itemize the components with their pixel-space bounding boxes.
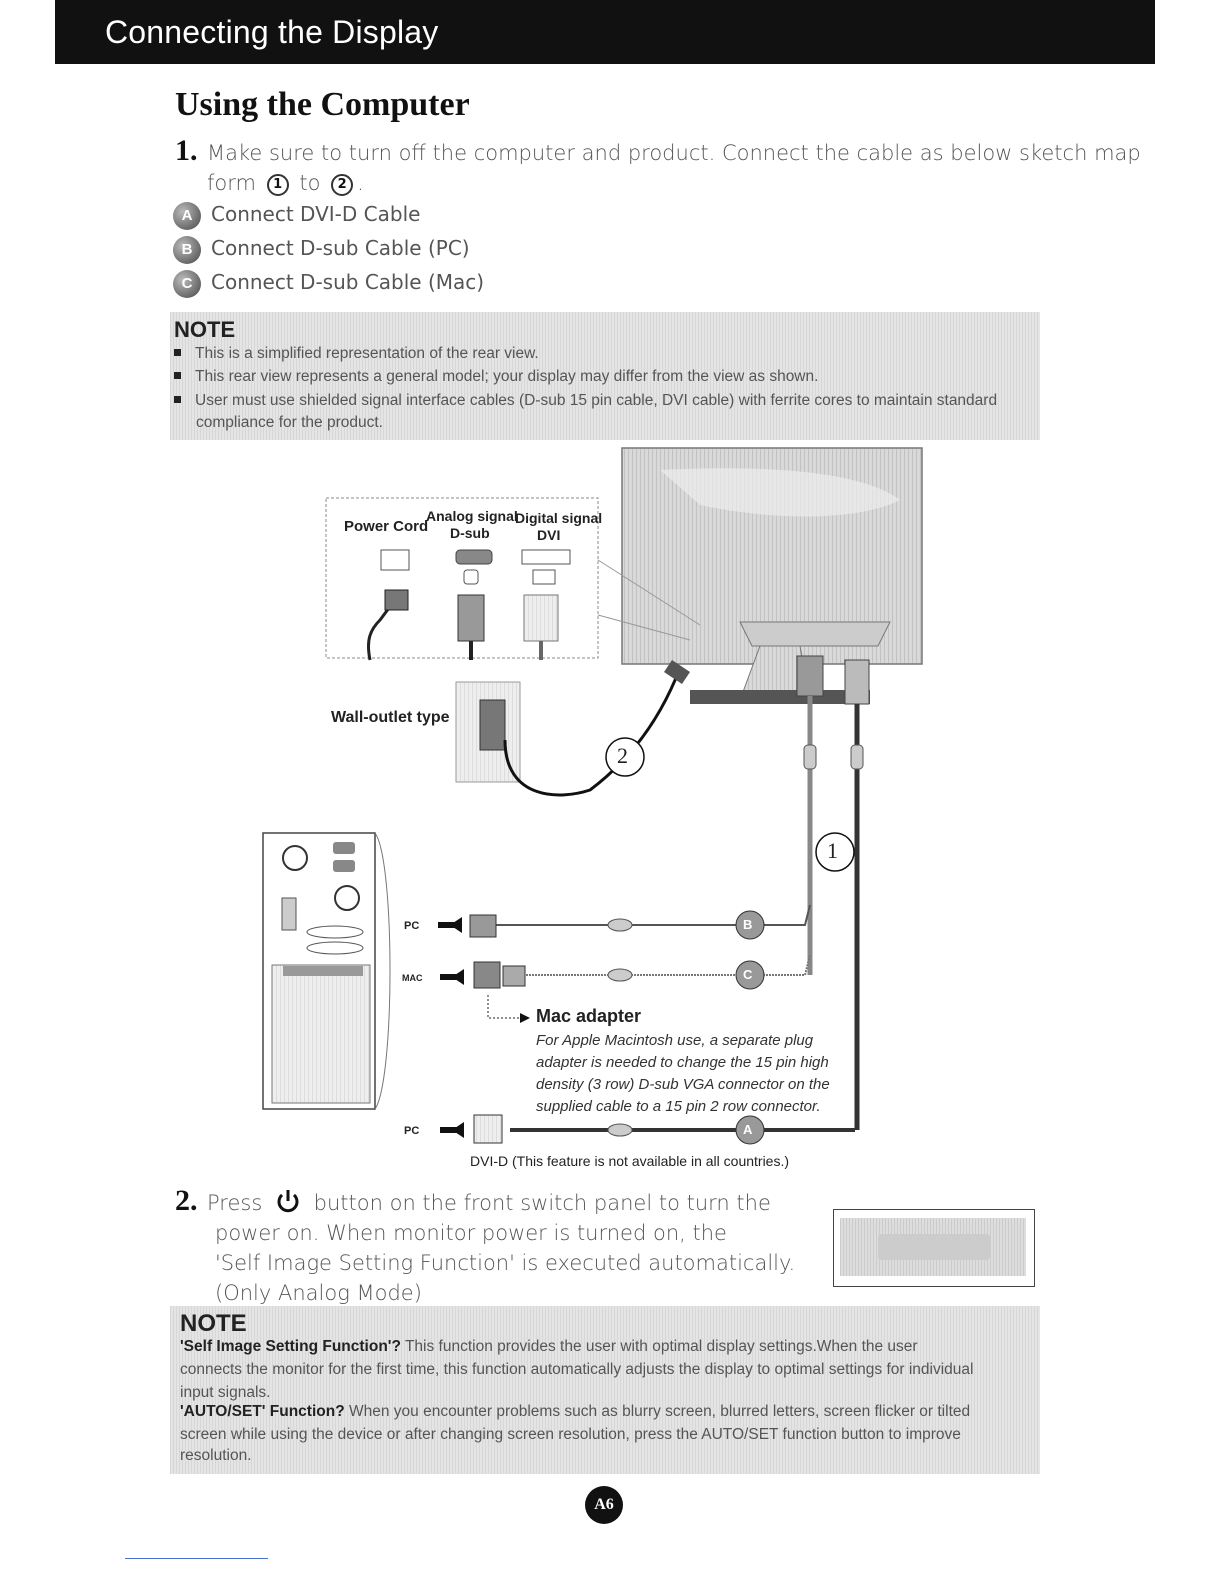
note-box-rear-view xyxy=(170,312,1040,440)
mac-adapter-text: For Apple Macintosh use, a separate plug… xyxy=(536,1030,830,1118)
step-1-text: Make sure to turn off the computer and p… xyxy=(207,138,1141,198)
bullet-square-icon xyxy=(174,349,181,356)
step-2-line-4: (Only Analog Mode) xyxy=(215,1281,422,1305)
step-2-line-2: power on. When monitor power is turned o… xyxy=(215,1221,727,1245)
note-line: 'Self Image Setting Function'? This func… xyxy=(180,1338,918,1356)
computer-tower-illustration xyxy=(262,832,391,1110)
step-1-form-text: form xyxy=(207,171,256,195)
badge-c-icon: C xyxy=(743,967,753,982)
badge-a-icon: A xyxy=(173,202,201,230)
note-bullet: This rear view represents a general mode… xyxy=(174,368,818,386)
step-1-line-2: form 1 to 2. xyxy=(207,168,1141,198)
mac-adapter-line: adapter is needed to change the 15 pin h… xyxy=(536,1054,829,1071)
note-line: 'AUTO/SET' Function? When you encounter … xyxy=(180,1403,970,1421)
mac-adapter-line: supplied cable to a 15 pin 2 row connect… xyxy=(536,1098,821,1115)
digital-signal-label: Digital signal xyxy=(515,510,603,526)
step-1-period: . xyxy=(357,171,364,195)
callout-1-label: 1 xyxy=(827,838,838,863)
note-bullet: User must use shielded signal interface … xyxy=(174,392,997,410)
bullet-square-icon xyxy=(174,396,181,403)
connection-label: Connect D-sub Cable (PC) xyxy=(211,236,470,260)
badge-b-icon: B xyxy=(173,236,201,264)
circle-number-2: 2 xyxy=(331,174,354,196)
note-line-text: This function provides the user with opt… xyxy=(400,1338,918,1355)
note-line: resolution. xyxy=(180,1447,252,1464)
note-title: NOTE xyxy=(180,1310,247,1337)
dvi-label: DVI xyxy=(537,527,561,543)
step-1-line-1: Make sure to turn off the computer and p… xyxy=(207,141,1141,165)
step-1-to-text: to xyxy=(299,171,321,195)
badge-c-icon: C xyxy=(173,270,201,298)
connection-label: Connect DVI-D Cable xyxy=(211,202,421,226)
circle-number-1: 1 xyxy=(266,174,289,196)
step-2-number: 2. xyxy=(175,1184,198,1217)
mac-label: MAC xyxy=(402,973,423,983)
note-line: connects the monitor for the first time,… xyxy=(180,1361,974,1378)
note-bullet-text: This rear view represents a general mode… xyxy=(195,368,819,385)
mac-adapter-line: For Apple Macintosh use, a separate plug xyxy=(536,1032,814,1049)
step-1-number: 1. xyxy=(175,134,198,167)
page-number-badge: A6 xyxy=(585,1486,623,1524)
mac-adapter-title: Mac adapter xyxy=(536,1006,642,1026)
power-icon xyxy=(275,1188,301,1214)
screen-message-bar xyxy=(878,1234,990,1260)
step-2-text: Press button on the front switch panel t… xyxy=(207,1188,795,1308)
screen-illustration xyxy=(833,1209,1035,1287)
note-term: 'Self Image Setting Function'? xyxy=(180,1338,401,1355)
step-2-line-1-rest: button on the front switch panel to turn… xyxy=(313,1191,771,1215)
dsub-label: D-sub xyxy=(450,525,490,541)
note-bullet: This is a simplified representation of t… xyxy=(174,345,539,363)
callout-2-label: 2 xyxy=(617,743,628,768)
note-title: NOTE xyxy=(174,317,236,342)
note-line: input signals. xyxy=(180,1384,271,1401)
wall-outlet-label: Wall-outlet type xyxy=(331,709,450,726)
connection-label: Connect D-sub Cable (Mac) xyxy=(211,270,485,294)
step-2-line-1: Press button on the front switch panel t… xyxy=(207,1188,795,1218)
analog-signal-label: Analog signal xyxy=(426,508,518,524)
screen-message-box xyxy=(840,1218,1026,1276)
bullet-square-icon xyxy=(174,372,181,379)
note-bullet-continuation: compliance for the product. xyxy=(196,414,383,431)
dvi-caption: DVI-D (This feature is not available in … xyxy=(470,1153,790,1169)
note-term: 'AUTO/SET' Function? xyxy=(180,1403,345,1420)
step-2-press-text: Press xyxy=(207,1191,263,1215)
note-line: screen while using the device or after c… xyxy=(180,1426,961,1443)
note-bullet-text: This is a simplified representation of t… xyxy=(195,345,539,362)
header-bar xyxy=(55,0,1155,64)
pc-label-dvi: PC xyxy=(404,1125,420,1137)
badge-b-icon: B xyxy=(743,917,753,932)
section-title: Using the Computer xyxy=(175,86,470,123)
badge-a-icon: A xyxy=(743,1122,753,1137)
pc-label: PC xyxy=(404,920,420,932)
monitor-rear-illustration xyxy=(621,447,923,705)
step-2-line-3: 'Self Image Setting Function' is execute… xyxy=(215,1251,796,1275)
power-cord-label: Power Cord xyxy=(344,518,429,535)
note-bullet-text: User must use shielded signal interface … xyxy=(195,392,998,409)
page-header-title: Connecting the Display xyxy=(105,14,439,50)
note-box-functions xyxy=(170,1306,1040,1474)
note-line-text: When you encounter problems such as blur… xyxy=(344,1403,971,1420)
footer-rule xyxy=(125,1558,268,1559)
mac-adapter-line: density (3 row) D-sub VGA connector on t… xyxy=(536,1076,830,1093)
